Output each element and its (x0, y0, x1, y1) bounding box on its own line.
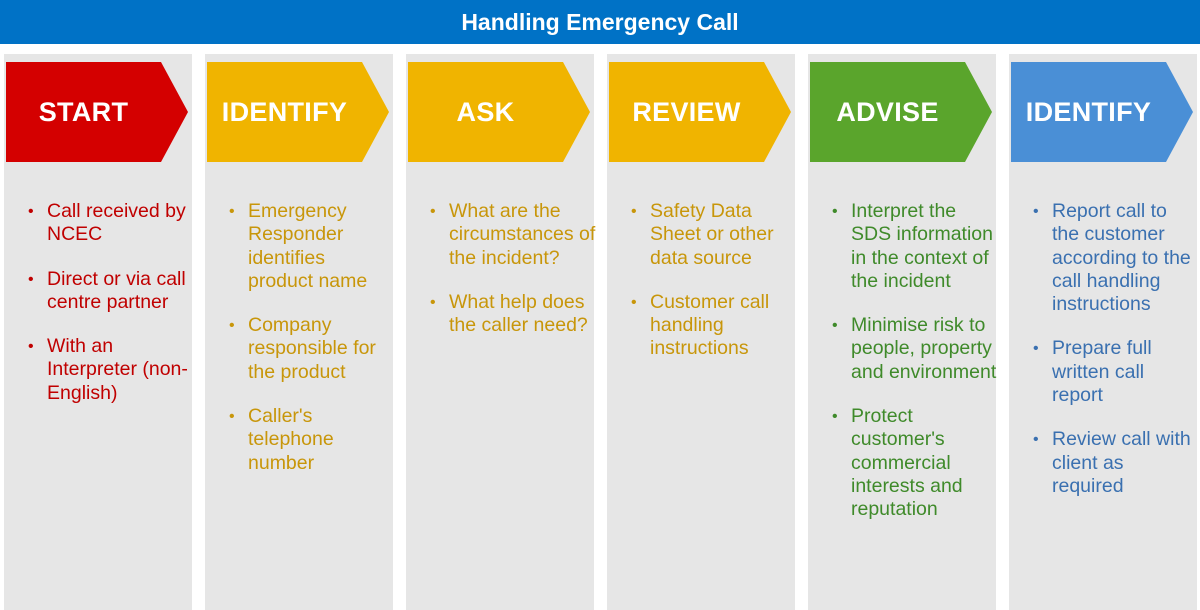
bullet-item: • Prepare full written call report (1029, 337, 1199, 407)
step-arrow-fill (1011, 62, 1193, 162)
step-arrow-shape (207, 62, 389, 162)
bullet-item: • Call received by NCEC (24, 200, 194, 247)
step-arrow (1011, 62, 1193, 162)
step-arrow-shape (6, 62, 188, 162)
bullet-item: • Protect customer's commercial interests… (828, 405, 998, 521)
step-arrow-fill (6, 62, 188, 162)
bullet-dot-icon: • (430, 293, 436, 311)
bullet-dot-icon: • (832, 317, 838, 335)
step-label: REVIEW (632, 96, 741, 127)
step-bullets: • Interpret the SDS information in the co… (828, 200, 998, 543)
bullet-dot-icon: • (430, 203, 436, 220)
bullet-dot-icon: • (631, 293, 637, 311)
step-arrow (609, 62, 791, 162)
column-ask: ASK • What are the circumstances of the i… (406, 54, 596, 610)
bullet-item: • Customer call handling instructions (627, 291, 797, 361)
bullet-text: Review call with client as required (1052, 428, 1191, 497)
bullet-text: Interpret the SDS information in the con… (851, 200, 993, 292)
bullet-dot-icon: • (229, 203, 235, 220)
step-bullets: • Emergency Responder identifies product … (225, 200, 395, 496)
page-title: Handling Emergency Call (461, 8, 739, 35)
column-identify-report: IDENTIFY • Report call to the customer ac… (1009, 54, 1197, 610)
step-arrow (810, 62, 992, 162)
bullet-item: • Review call with client as required (1029, 428, 1199, 498)
column-review: REVIEW • Safety Data Sheet or other data … (607, 54, 795, 610)
step-bullets: • Report call to the customer according t… (1029, 200, 1199, 519)
bullet-item: • What help does the caller need? (426, 291, 596, 338)
bullet-dot-icon: • (229, 317, 235, 335)
bullet-item: • With an Interpreter (non-English) (24, 335, 194, 405)
bullet-text: Prepare full written call report (1052, 337, 1152, 407)
step-arrow (408, 62, 590, 162)
bullet-item: • Direct or via call centre partner (24, 268, 194, 315)
bullet-text: Safety Data Sheet or other data source (650, 200, 774, 269)
process-columns: START • Call received by NCEC • Direct or v… (0, 54, 1200, 610)
bullet-item: • Safety Data Sheet or other data source (627, 200, 797, 270)
step-arrow-shape (408, 62, 590, 162)
bullet-text: Protect customer's commercial interests … (851, 405, 963, 521)
column-identify: IDENTIFY • Emergency Responder identifies… (205, 54, 393, 610)
bullet-text: Direct or via call centre partner (47, 267, 186, 313)
bullet-item: • Company responsible for the product (225, 314, 395, 384)
step-arrow-shape (1011, 62, 1193, 162)
bullet-item: • Interpret the SDS information in the co… (828, 200, 998, 293)
bullet-dot-icon: • (1033, 431, 1039, 449)
bullet-text: What help does the caller need? (449, 290, 588, 337)
bullet-text: Report call to the customer according to… (1052, 200, 1191, 316)
bullet-dot-icon: • (832, 203, 838, 220)
bullet-text: Emergency Responder identifies product n… (248, 200, 368, 292)
bullet-item: • Emergency Responder identifies product … (225, 200, 395, 293)
bullet-dot-icon: • (28, 338, 34, 356)
bullet-item: • Minimise risk to people, property and e… (828, 314, 998, 384)
step-label: ASK (456, 96, 515, 127)
step-bullets: • Call received by NCEC • Direct or via cal… (24, 200, 194, 426)
bullet-dot-icon: • (1033, 340, 1039, 358)
step-arrow (207, 62, 389, 162)
step-label: IDENTIFY (221, 96, 348, 127)
step-arrow-fill (408, 62, 590, 162)
step-arrow-fill (609, 62, 791, 162)
step-arrow-fill (207, 62, 389, 162)
step-arrow-shape (810, 62, 992, 162)
bullet-text: Company responsible for the product (248, 314, 376, 383)
step-label: ADVISE (836, 96, 939, 127)
step-bullets: • What are the circumstances of the incid… (426, 200, 596, 358)
bullet-item: • Caller's telephone number (225, 405, 395, 475)
bullet-dot-icon: • (832, 408, 838, 426)
bullet-item: • Report call to the customer according t… (1029, 200, 1199, 316)
column-advise: ADVISE • Interpret the SDS information in… (808, 54, 996, 610)
step-arrow-fill (810, 62, 992, 162)
bullet-dot-icon: • (28, 270, 34, 288)
bullet-text: With an Interpreter (non-English) (47, 335, 188, 404)
step-arrow-shape (609, 62, 791, 162)
bullet-dot-icon: • (1033, 203, 1039, 220)
step-bullets: •Safety Data Sheet or other data source•… (627, 200, 797, 382)
bullet-text: Customer call handling instructions (650, 290, 770, 360)
bullet-text: Caller's telephone number (248, 405, 334, 474)
column-start: START • Call received by NCEC • Direct or v… (4, 54, 192, 610)
step-label: START (38, 96, 129, 127)
step-arrow (6, 62, 188, 162)
bullet-text: Minimise risk to people, property and en… (851, 314, 997, 383)
bullet-dot-icon: • (229, 408, 235, 426)
title-bar: Handling Emergency Call (0, 0, 1200, 44)
bullet-item: • What are the circumstances of the incid… (426, 200, 596, 270)
bullet-dot-icon: • (631, 203, 637, 220)
bullet-text: What are the circumstances of the incide… (449, 200, 596, 269)
step-label: IDENTIFY (1025, 96, 1152, 127)
bullet-text: Call received by NCEC (47, 200, 186, 246)
bullet-dot-icon: • (28, 203, 34, 220)
